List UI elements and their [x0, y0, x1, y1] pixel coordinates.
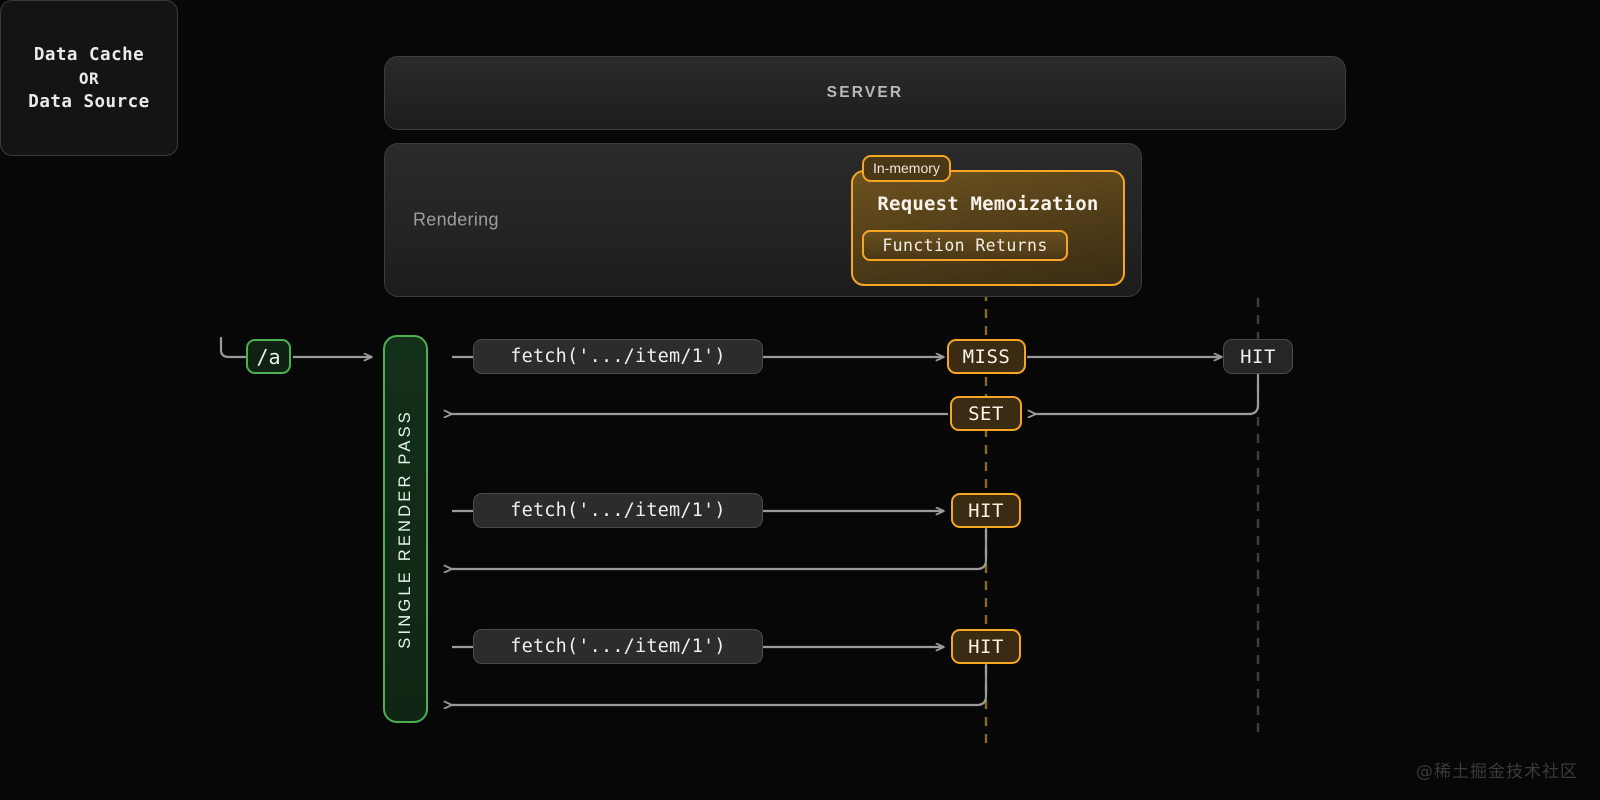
cache-status-row-1: HIT	[1223, 339, 1293, 374]
in-memory-tag: In-memory	[862, 155, 951, 182]
request-memoization-box: Request Memoization Function Returns	[851, 170, 1125, 286]
data-cache-line-2: OR	[78, 68, 100, 88]
fetch-pill-row-1: fetch('.../item/1')	[473, 339, 763, 374]
function-returns-label: Function Returns	[882, 236, 1048, 255]
fetch-label-row-2: fetch('.../item/1')	[510, 500, 726, 521]
row3-return	[452, 663, 988, 705]
memo-set-row-1: SET	[950, 396, 1022, 431]
single-render-pass-label: SINGLE RENDER PASS	[396, 409, 414, 649]
fetch-pill-row-2: fetch('.../item/1')	[473, 493, 763, 528]
request-memoization-title: Request Memoization	[877, 193, 1099, 215]
data-cache-line-1: Data Cache	[33, 44, 145, 65]
memo-status-row-2-label: HIT	[968, 499, 1004, 522]
memo-status-row-1-label: MISS	[962, 345, 1011, 368]
memo-status-row-1: MISS	[947, 339, 1026, 374]
watermark: @稀土掘金技术社区	[1416, 762, 1578, 782]
function-returns-box: Function Returns	[862, 230, 1068, 261]
memo-status-row-2: HIT	[951, 493, 1021, 528]
server-panel: SERVER	[384, 56, 1346, 130]
fetch-label-row-3: fetch('.../item/1')	[510, 636, 726, 657]
fetch-pill-row-3: fetch('.../item/1')	[473, 629, 763, 664]
row1-cache-return	[1036, 373, 1260, 414]
server-label: SERVER	[826, 84, 904, 101]
rendering-label: Rendering	[413, 209, 499, 230]
row2-return	[452, 527, 988, 569]
data-cache-line-3: Data Source	[28, 91, 150, 112]
fetch-label-row-1: fetch('.../item/1')	[510, 346, 726, 367]
route-badge: /a	[246, 339, 291, 374]
route-label: /a	[256, 344, 281, 369]
memo-set-row-1-label: SET	[968, 402, 1004, 425]
memo-status-row-3-label: HIT	[968, 635, 1004, 658]
single-render-pass-bar: SINGLE RENDER PASS	[383, 335, 428, 723]
data-cache-panel: Data Cache OR Data Source	[0, 0, 178, 156]
entry-curve	[219, 336, 247, 359]
cache-status-row-1-label: HIT	[1240, 345, 1276, 368]
memo-status-row-3: HIT	[951, 629, 1021, 664]
